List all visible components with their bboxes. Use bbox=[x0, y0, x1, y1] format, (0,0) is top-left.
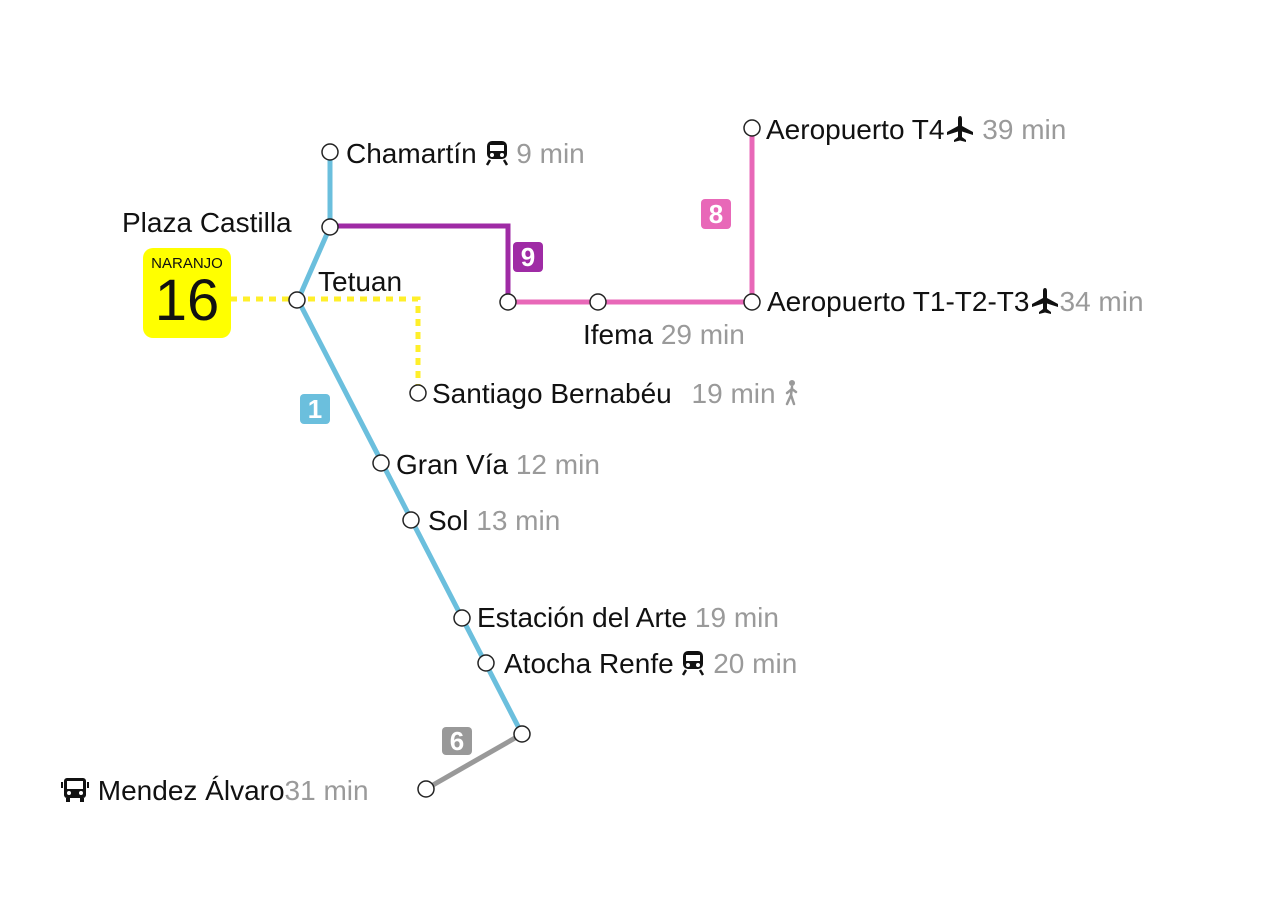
travel-time: 19 min bbox=[691, 378, 776, 409]
bus-naranjo-16-badge: NARANJO 16 bbox=[143, 248, 231, 338]
station-name: Santiago Bernabéu bbox=[432, 378, 672, 409]
line-6-badge: 6 bbox=[442, 727, 472, 755]
bus-line-number: 16 bbox=[154, 268, 220, 333]
station-label-estacion-del-arte[interactable]: Estación del Arte 19 min bbox=[477, 604, 779, 632]
train-icon bbox=[681, 650, 705, 681]
station-name: Sol bbox=[428, 505, 469, 536]
line-6-route bbox=[424, 731, 524, 792]
travel-time: 13 min bbox=[476, 505, 561, 536]
station-label-santiago-bernabeu[interactable]: Santiago Bernabéu 19 min bbox=[432, 380, 799, 411]
station-dot-mendez-alvaro[interactable] bbox=[417, 780, 435, 798]
travel-time: 9 min bbox=[516, 138, 585, 169]
station-dot-estacion-del-arte[interactable] bbox=[453, 609, 471, 627]
station-name: Aeropuerto T1-T2-T3 bbox=[767, 285, 1030, 317]
station-label-ifema[interactable]: Ifema 29 min bbox=[583, 321, 745, 349]
station-label-sol[interactable]: Sol 13 min bbox=[428, 507, 560, 535]
station-name: Atocha Renfe bbox=[504, 648, 674, 679]
station-label-atocha-renfe[interactable]: Atocha Renfe 20 min bbox=[504, 650, 797, 681]
line-9-badge: 9 bbox=[513, 242, 543, 272]
station-dot-plaza-castilla[interactable] bbox=[321, 218, 339, 236]
station-label-plaza-castilla[interactable]: Plaza Castilla bbox=[122, 209, 292, 237]
travel-time: 19 min bbox=[694, 602, 779, 633]
train-icon bbox=[485, 140, 509, 171]
walking-person-icon bbox=[783, 380, 799, 411]
station-name: Aeropuerto T4 bbox=[766, 113, 945, 145]
travel-time: 34 min bbox=[1059, 285, 1144, 317]
travel-time: 20 min bbox=[713, 648, 798, 679]
station-label-chamartin[interactable]: Chamartín 9 min bbox=[346, 140, 585, 171]
station-dot-tetuan[interactable] bbox=[288, 291, 306, 309]
station-name: Mendez Álvaro bbox=[97, 774, 285, 806]
station-name: Estación del Arte bbox=[477, 602, 688, 633]
line-9-route bbox=[330, 223, 511, 302]
station-dot-ifema[interactable] bbox=[589, 293, 607, 311]
station-name: Plaza Castilla bbox=[122, 207, 292, 238]
bus-icon bbox=[60, 776, 90, 809]
station-dot-line1-line6-interchange[interactable] bbox=[513, 725, 531, 743]
station-name: Gran Vía bbox=[396, 449, 509, 480]
line-16-bus-route bbox=[230, 296, 421, 390]
station-label-aeropuerto-t4[interactable]: Aeropuerto T4 39 min bbox=[766, 115, 1066, 148]
station-dot-chamartin[interactable] bbox=[321, 143, 339, 161]
line-1-badge: 1 bbox=[300, 394, 330, 424]
travel-time: 39 min bbox=[982, 113, 1067, 145]
station-label-aeropuerto-t123[interactable]: Aeropuerto T1-T2-T3 34 min bbox=[767, 287, 1144, 320]
station-dot-santiago-bernabeu[interactable] bbox=[409, 384, 427, 402]
station-label-gran-via[interactable]: Gran Vía 12 min bbox=[396, 451, 600, 479]
station-label-mendez-alvaro[interactable]: Mendez Álvaro31 min bbox=[60, 776, 369, 809]
station-name: Ifema bbox=[583, 319, 654, 350]
station-dot-gran-via[interactable] bbox=[372, 454, 390, 472]
station-dot-line9-line8-interchange[interactable] bbox=[499, 293, 517, 311]
station-dot-sol[interactable] bbox=[402, 511, 420, 529]
station-name: Chamartín bbox=[346, 138, 477, 169]
line-1-route bbox=[295, 152, 525, 736]
bus-line-name: NARANJO bbox=[151, 255, 223, 272]
station-label-tetuan[interactable]: Tetuan bbox=[318, 268, 402, 296]
station-name: Tetuan bbox=[318, 266, 403, 297]
station-dot-aeropuerto-t123[interactable] bbox=[743, 293, 761, 311]
station-dot-aeropuerto-t4[interactable] bbox=[743, 119, 761, 137]
line-8-badge: 8 bbox=[701, 199, 731, 229]
airplane-icon bbox=[1030, 287, 1060, 320]
station-dot-atocha-renfe[interactable] bbox=[477, 654, 495, 672]
airplane-icon bbox=[945, 115, 975, 148]
travel-time: 12 min bbox=[515, 449, 600, 480]
travel-time: 31 min bbox=[284, 774, 369, 806]
travel-time: 29 min bbox=[660, 319, 745, 350]
